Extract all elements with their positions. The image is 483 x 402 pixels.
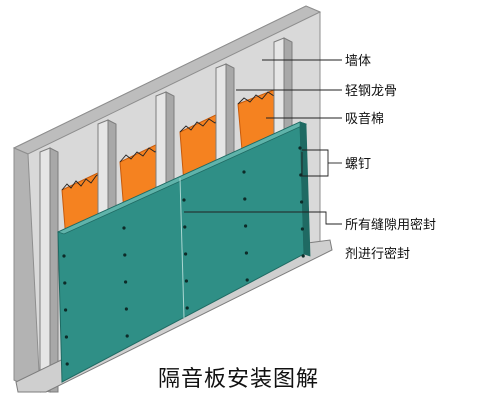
screw-dot: [64, 308, 68, 312]
keel-stud: [273, 37, 293, 155]
label-seal-line2: 剂进行密封: [345, 246, 410, 262]
keel-stud: [39, 147, 59, 393]
screw-dot: [300, 227, 304, 231]
screw-dot: [185, 306, 189, 310]
screw-dot: [244, 251, 248, 255]
screws: [62, 146, 305, 366]
leader-screw: [301, 149, 329, 177]
labels: 墙体 轻钢龙骨 吸音棉 螺钉 所有缝隙用密封 剂进行密封: [345, 54, 436, 262]
leader-lines: [184, 59, 342, 225]
label-screw: 螺钉: [345, 157, 371, 172]
leader-seal: [184, 211, 342, 225]
screw-dot: [301, 254, 305, 258]
screw-dot: [122, 226, 126, 230]
screw-dot: [125, 334, 129, 338]
screw-dot: [243, 197, 247, 201]
screw-dot: [65, 362, 69, 366]
screw-dot: [244, 224, 248, 228]
screw-dot: [298, 146, 302, 150]
board-right-edge: [299, 121, 311, 257]
board-seam: [179, 177, 185, 319]
screw-dot: [124, 307, 128, 311]
label-cotton: 吸音棉: [345, 111, 384, 127]
screw-dot: [64, 335, 68, 339]
cotton-texture: [61, 169, 105, 191]
screw-dot: [63, 281, 67, 285]
screw-dot: [184, 252, 188, 256]
screw-dot: [124, 280, 128, 284]
screw-dot: [62, 254, 66, 258]
diagram-caption: 隔音板安装图解: [158, 367, 319, 392]
insulation-board: [56, 121, 311, 383]
screw-dot: [300, 200, 304, 204]
cotton-texture: [179, 111, 223, 133]
screw-dot: [245, 278, 249, 282]
screw-dot: [242, 170, 246, 174]
screw-dot: [123, 253, 127, 257]
label-wall: 墙体: [345, 54, 371, 69]
screw-dot: [182, 198, 186, 202]
label-seal-line1: 所有缝隙用密封: [345, 217, 436, 233]
label-keel: 轻钢龙骨: [345, 84, 397, 99]
screw-dot: [183, 225, 187, 229]
screw-dot: [184, 279, 188, 283]
keel-stud: [215, 63, 235, 185]
